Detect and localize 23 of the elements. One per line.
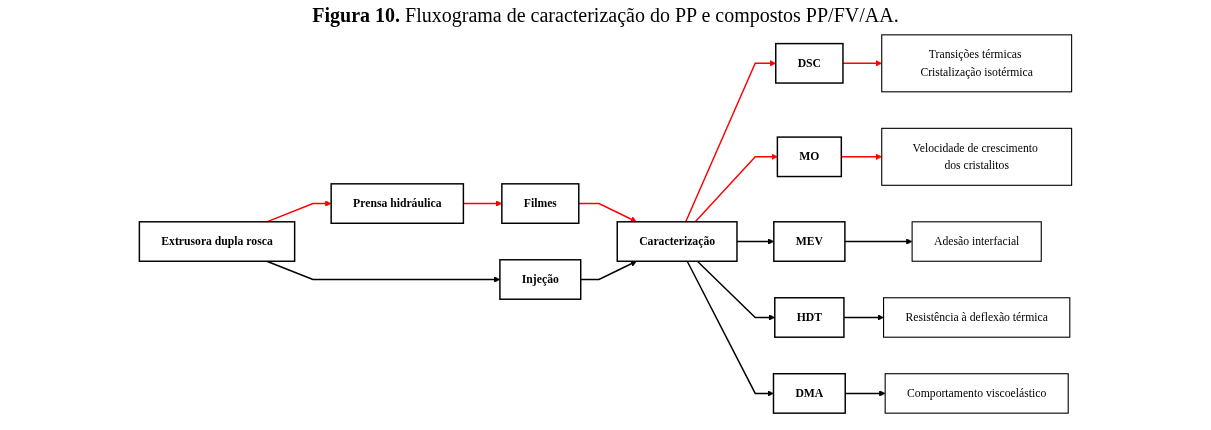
arrow: [578, 202, 637, 223]
arrow: [686, 260, 774, 397]
arrow: [580, 260, 637, 281]
node-box: Comportamento viscoelástico: [884, 373, 1069, 414]
node-box: Adesão interfacial: [911, 221, 1042, 262]
node-box: Extrusora dupla rosca: [138, 221, 296, 262]
node-box: Velocidade de crescimento dos cristalitos: [881, 127, 1073, 186]
node-box: MEV: [773, 221, 846, 262]
arrow: [844, 238, 913, 245]
node-box: Transições térmicas Cristalização isotérmica: [881, 34, 1073, 93]
node-box: Prensa hidráulica: [330, 183, 465, 224]
node-box: Caracterização: [616, 221, 738, 262]
node-box: HDT: [774, 297, 845, 338]
node-box: Injeção: [499, 259, 582, 300]
arrow: [843, 314, 884, 321]
node-box: Filmes: [501, 183, 580, 224]
arrow: [685, 60, 777, 223]
node-box: DMA: [772, 373, 846, 414]
node-box: Resistência à deflexão térmica: [883, 297, 1071, 338]
node-box: MO: [776, 136, 843, 178]
node-box: DSC: [775, 42, 844, 84]
arrow: [694, 153, 778, 223]
figure-title: Figura 10. Fluxograma de caracterização do PP e compostos PP/FV/AA.: [311, 4, 900, 27]
